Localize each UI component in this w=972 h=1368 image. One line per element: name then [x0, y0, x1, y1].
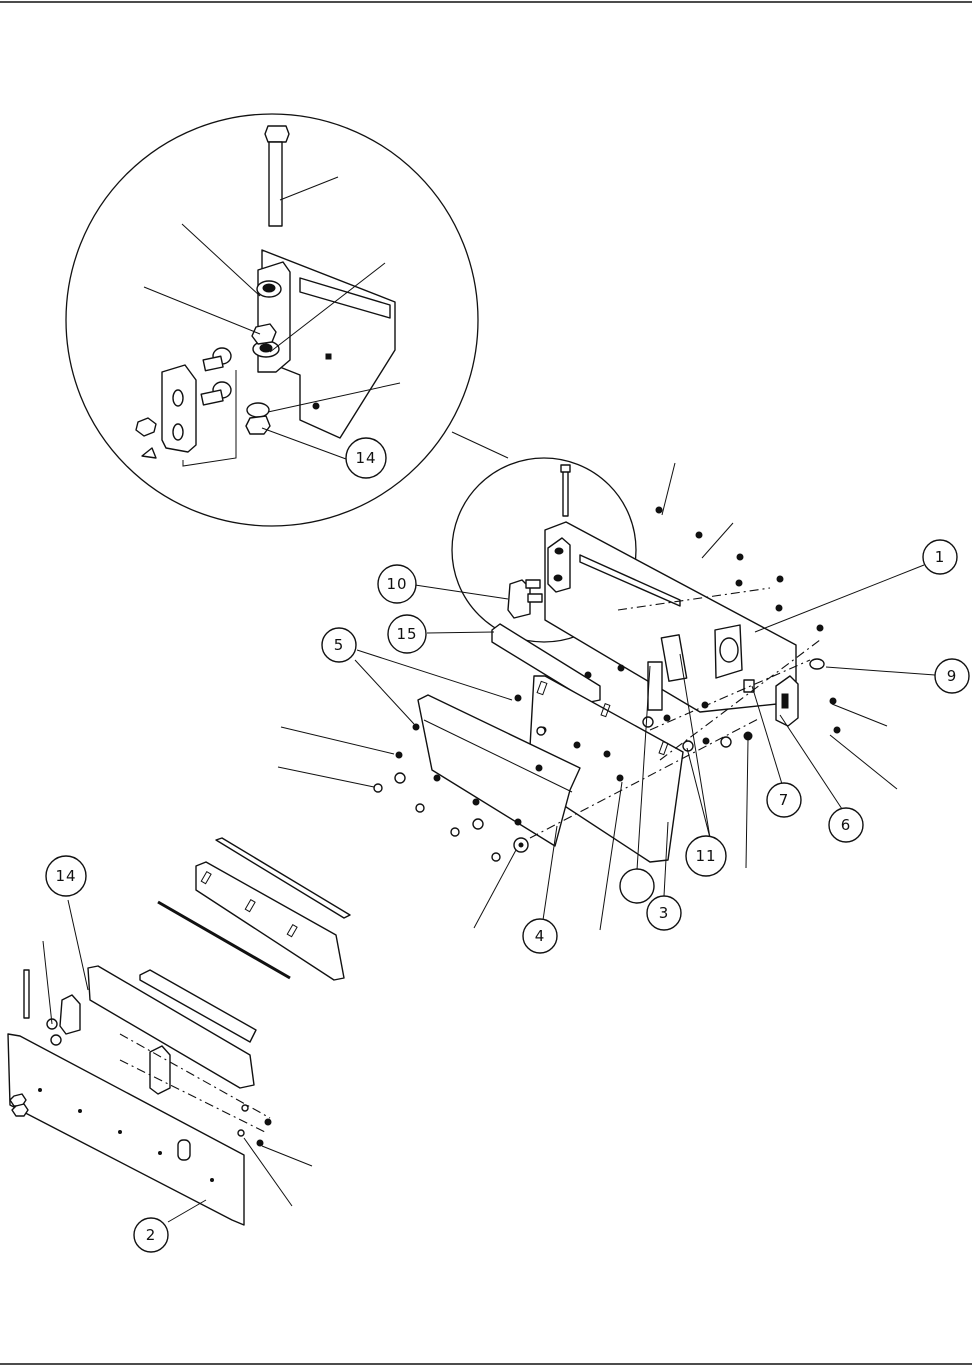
callout-2: 2: [134, 1218, 168, 1252]
detail-lock-nut: [246, 416, 270, 434]
callout-6: 6: [829, 808, 863, 842]
svg-text:9: 9: [947, 667, 958, 685]
callout-blank: [620, 869, 654, 903]
callout-14-lower: 14: [46, 856, 86, 896]
detail-hinge-bracket: [253, 250, 395, 438]
detail-small-nut: [136, 418, 156, 436]
detail-side-bracket: [162, 365, 236, 466]
svg-text:2: 2: [146, 1226, 157, 1244]
callout-5: 5: [322, 628, 356, 662]
callout-1: 1: [923, 540, 957, 574]
lower-long-bolt: [24, 970, 29, 1018]
detail-leader: [452, 432, 508, 458]
svg-text:1: 1: [935, 548, 946, 566]
svg-text:4: 4: [535, 927, 546, 945]
svg-text:15: 15: [396, 625, 417, 643]
callout-11: 11: [686, 836, 726, 876]
callout-4: 4: [523, 919, 557, 953]
callout-9: 9: [935, 659, 969, 693]
main-assembly: [278, 458, 935, 930]
main-latch: [776, 676, 798, 726]
callout-10: 10: [378, 565, 416, 603]
callout-3: 3: [647, 896, 681, 930]
svg-text:7: 7: [779, 791, 790, 809]
lower-assembly: [8, 838, 350, 1225]
svg-text:3: 3: [659, 904, 670, 922]
svg-text:11: 11: [695, 847, 716, 865]
detail-view: [66, 114, 508, 526]
callout-15: 15: [388, 615, 426, 653]
svg-text:10: 10: [386, 575, 407, 593]
lower-panel: [196, 862, 344, 980]
callout-7: 7: [767, 783, 801, 817]
svg-text:5: 5: [334, 636, 345, 654]
main-pin: [810, 659, 824, 669]
svg-text:14: 14: [355, 449, 376, 467]
svg-text:14: 14: [55, 867, 76, 885]
detail-long-bolt: [265, 126, 289, 226]
detail-carriage-bolts: [201, 348, 231, 405]
lower-hinge-bracket: [60, 995, 80, 1034]
lower-latch: [150, 1046, 170, 1094]
callout-14-detail: 14: [346, 438, 386, 478]
detail-hex-nut: [252, 324, 276, 344]
main-long-bolt: [563, 468, 568, 516]
detail-clip: [142, 448, 156, 458]
svg-text:6: 6: [841, 816, 852, 834]
detail-washer: [247, 403, 269, 417]
